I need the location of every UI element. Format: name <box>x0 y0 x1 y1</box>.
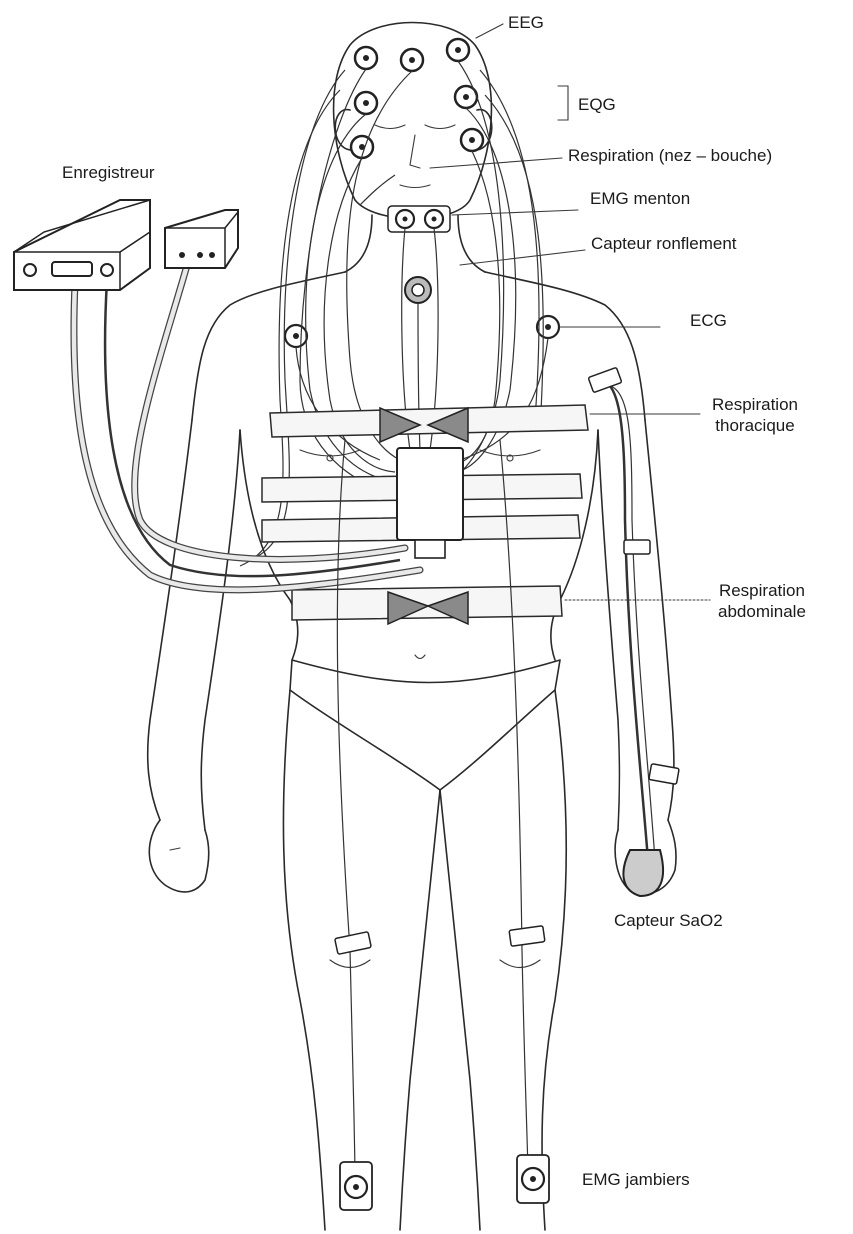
label-emg-legs: EMG jambiers <box>582 1169 690 1190</box>
label-recorder: Enregistreur <box>62 162 155 183</box>
label-emg-chin: EMG menton <box>590 188 690 209</box>
nasal-cannula <box>360 175 395 205</box>
label-ecg: ECG <box>690 310 727 331</box>
ecg-electrodes <box>285 316 559 347</box>
label-sao2-sensor: Capteur SaO2 <box>614 910 723 931</box>
recorder-device <box>14 200 150 290</box>
abdominal-belt <box>292 586 562 624</box>
leader-lines <box>430 24 710 600</box>
adapter-box <box>165 210 238 268</box>
label-respiration-nose-mouth: Respiration (nez – bouche) <box>568 145 772 166</box>
label-respiration-abdominal: Respiration abdominale <box>718 580 806 622</box>
label-eeg: EEG <box>508 12 544 33</box>
snore-sensor <box>405 277 431 303</box>
body-recorder-box <box>397 448 463 558</box>
label-eog: EQG <box>578 94 616 115</box>
label-snore-sensor: Capteur ronflement <box>591 233 737 254</box>
label-respiration-thoracic: Respiration thoracique <box>712 394 798 436</box>
emg-chin-pad <box>388 206 450 232</box>
eeg-electrodes <box>351 39 483 158</box>
